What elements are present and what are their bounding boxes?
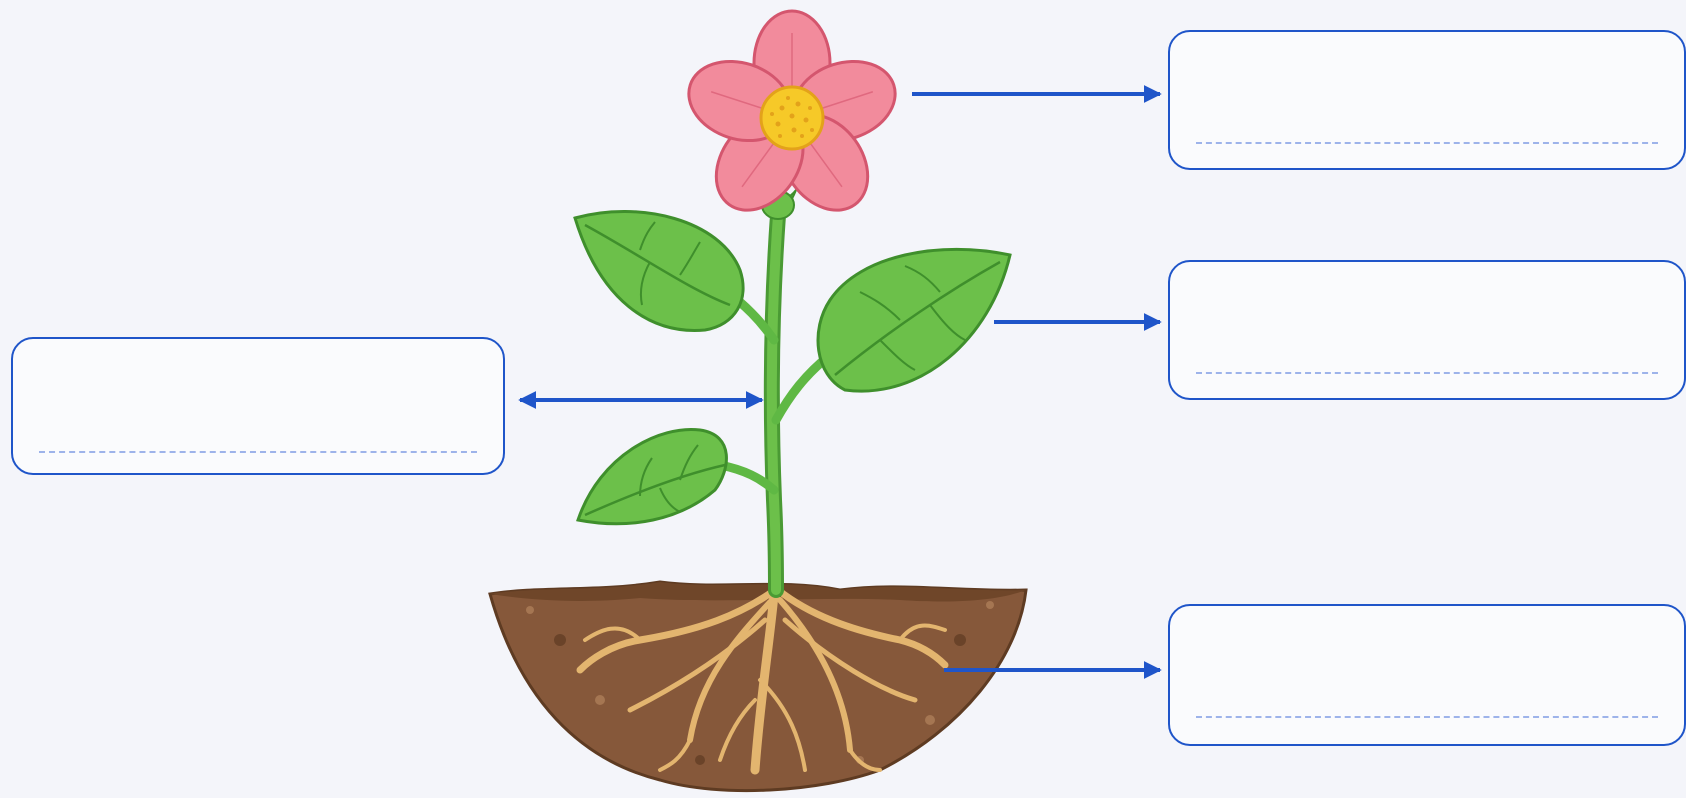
- leaf-illustration: [573, 210, 1012, 526]
- flower-answer-input[interactable]: [1196, 112, 1658, 144]
- flower-illustration: [687, 9, 897, 220]
- roots-label-box[interactable]: [1168, 604, 1686, 746]
- roots-answer-input[interactable]: [1196, 686, 1658, 718]
- stem-answer-input[interactable]: [39, 421, 477, 453]
- flower-label-box[interactable]: [1168, 30, 1686, 170]
- roots-illustration: [576, 580, 949, 775]
- leaf-label-box[interactable]: [1168, 260, 1686, 400]
- soil-illustration: [488, 580, 1028, 793]
- stem-label-box[interactable]: [11, 337, 505, 475]
- leaf-answer-input[interactable]: [1196, 342, 1658, 374]
